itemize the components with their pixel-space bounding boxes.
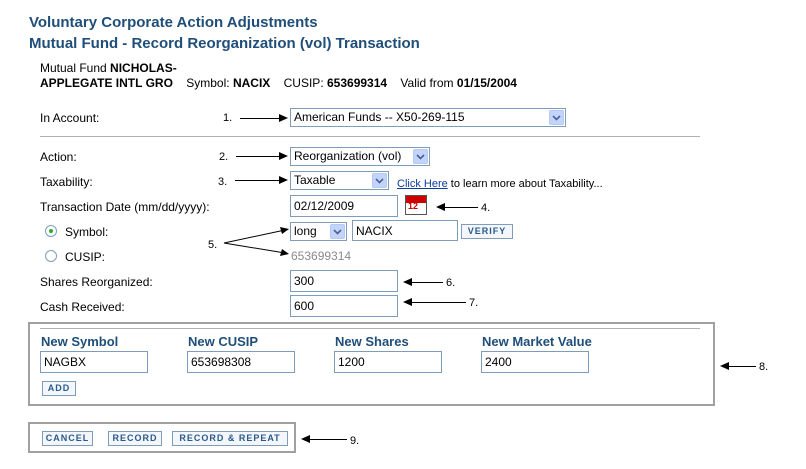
callout-2: 2. bbox=[219, 151, 229, 163]
callout-4-arrow bbox=[444, 207, 478, 208]
fund-name-part1: NICHOLAS- bbox=[110, 61, 177, 75]
callout-4: 4. bbox=[481, 202, 491, 214]
callout-9-arrowhead bbox=[301, 435, 310, 443]
calendar-icon[interactable]: 12 bbox=[405, 195, 427, 215]
taxability-help: Click Here to learn more about Taxabilit… bbox=[397, 178, 603, 190]
cusip-radio-label: CUSIP: bbox=[65, 250, 106, 264]
account-select-value: American Funds -- X50-269-115 bbox=[294, 110, 465, 124]
fund-cusip-label: CUSIP: bbox=[283, 76, 324, 90]
taxability-select-value: Taxable bbox=[294, 173, 336, 187]
fund-symbol-label: Symbol: bbox=[186, 76, 230, 90]
cusip-value-disabled: 653699314 bbox=[291, 249, 352, 263]
calendar-icon-text: 12 bbox=[408, 201, 419, 211]
fund-valid-value: 01/15/2004 bbox=[456, 76, 517, 90]
fund-name-line1: Mutual Fund NICHOLAS- bbox=[40, 61, 177, 75]
callout-2-arrowhead bbox=[279, 152, 288, 160]
fund-symbol-value: NACIX bbox=[232, 76, 271, 90]
position-select-value: long bbox=[294, 224, 317, 238]
action-label: Action: bbox=[40, 150, 77, 164]
page-title: Voluntary Corporate Action Adjustments bbox=[29, 14, 318, 31]
symbol-radio-selected-dot bbox=[49, 229, 53, 233]
action-select[interactable]: Reorganization (vol) bbox=[290, 147, 430, 166]
new-symbol-input[interactable]: NAGBX bbox=[40, 351, 148, 373]
callout-9-arrow bbox=[309, 439, 347, 440]
fund-name-part2: APPLEGATE INTL GRO bbox=[40, 76, 173, 90]
callout-1-arrow bbox=[240, 118, 280, 119]
callout-6-arrowhead bbox=[403, 278, 412, 286]
transaction-date-input[interactable]: 02/12/2009 bbox=[290, 195, 398, 217]
chevron-down-icon bbox=[549, 110, 564, 125]
callout-1: 1. bbox=[223, 112, 233, 124]
fund-info-line2: APPLEGATE INTL GRO Symbol: NACIX CUSIP: … bbox=[40, 76, 517, 90]
account-label: In Account: bbox=[40, 111, 100, 125]
account-select[interactable]: American Funds -- X50-269-115 bbox=[290, 108, 566, 127]
symbol-input[interactable]: NACIX bbox=[352, 220, 458, 241]
callout-2-arrow bbox=[236, 156, 280, 157]
new-shares-header: New Shares bbox=[335, 334, 409, 349]
callout-4-arrowhead bbox=[436, 203, 445, 211]
action-select-value: Reorganization (vol) bbox=[294, 149, 402, 163]
taxability-help-link[interactable]: Click Here bbox=[397, 178, 448, 190]
new-market-value-input[interactable]: 2400 bbox=[481, 351, 589, 373]
cash-received-input[interactable]: 600 bbox=[290, 295, 398, 317]
add-button[interactable]: ADD bbox=[42, 381, 76, 396]
new-cusip-input[interactable]: 653698308 bbox=[187, 351, 295, 373]
callout-8-arrow bbox=[728, 366, 756, 367]
callout-7-arrow bbox=[411, 302, 466, 303]
page-subtitle: Mutual Fund - Record Reorganization (vol… bbox=[29, 35, 420, 52]
record-button[interactable]: RECORD bbox=[108, 431, 162, 446]
shares-reorganized-label: Shares Reorganized: bbox=[40, 275, 153, 289]
position-select[interactable]: long bbox=[290, 222, 347, 241]
new-shares-input[interactable]: 1200 bbox=[334, 351, 442, 373]
callout-3-arrowhead bbox=[279, 176, 288, 184]
shares-reorganized-input[interactable]: 300 bbox=[290, 270, 398, 292]
cusip-radio[interactable] bbox=[45, 250, 57, 262]
new-market-value-header: New Market Value bbox=[482, 334, 592, 349]
callout-5: 5. bbox=[208, 239, 218, 251]
record-repeat-button[interactable]: RECORD & REPEAT bbox=[172, 431, 288, 446]
chevron-down-icon bbox=[372, 173, 387, 188]
cash-received-label: Cash Received: bbox=[40, 300, 125, 314]
verify-button[interactable]: VERIFY bbox=[461, 224, 513, 239]
callout-3-arrow bbox=[235, 180, 280, 181]
callout-5-arrows bbox=[223, 227, 289, 256]
callout-1-arrowhead bbox=[279, 114, 288, 122]
calendar-icon-header bbox=[406, 196, 426, 203]
callout-9: 9. bbox=[350, 435, 360, 447]
fund-cusip-value: 653699314 bbox=[327, 76, 388, 90]
action-buttons-panel bbox=[28, 422, 296, 453]
symbol-radio[interactable] bbox=[45, 225, 57, 237]
taxability-label: Taxability: bbox=[40, 175, 93, 189]
callout-8-arrowhead bbox=[720, 362, 729, 370]
callout-3: 3. bbox=[218, 176, 228, 188]
callout-7: 7. bbox=[469, 297, 479, 309]
transaction-date-label: Transaction Date (mm/dd/yyyy): bbox=[40, 200, 210, 214]
new-security-panel bbox=[28, 322, 715, 406]
fund-valid-label: Valid from bbox=[400, 76, 454, 90]
callout-6: 6. bbox=[446, 277, 456, 289]
fund-label: Mutual Fund bbox=[40, 61, 107, 75]
taxability-help-text: to learn more about Taxability... bbox=[450, 178, 603, 190]
callout-8: 8. bbox=[759, 361, 769, 373]
chevron-down-icon bbox=[330, 224, 345, 239]
symbol-radio-label: Symbol: bbox=[65, 225, 109, 239]
chevron-down-icon bbox=[413, 149, 428, 164]
divider bbox=[40, 136, 700, 137]
callout-7-arrowhead bbox=[403, 298, 412, 306]
new-symbol-header: New Symbol bbox=[41, 334, 119, 349]
taxability-select[interactable]: Taxable bbox=[290, 171, 389, 190]
new-cusip-header: New CUSIP bbox=[188, 334, 259, 349]
callout-6-arrow bbox=[411, 282, 443, 283]
cancel-button[interactable]: CANCEL bbox=[42, 431, 93, 446]
new-security-divider bbox=[40, 328, 700, 329]
